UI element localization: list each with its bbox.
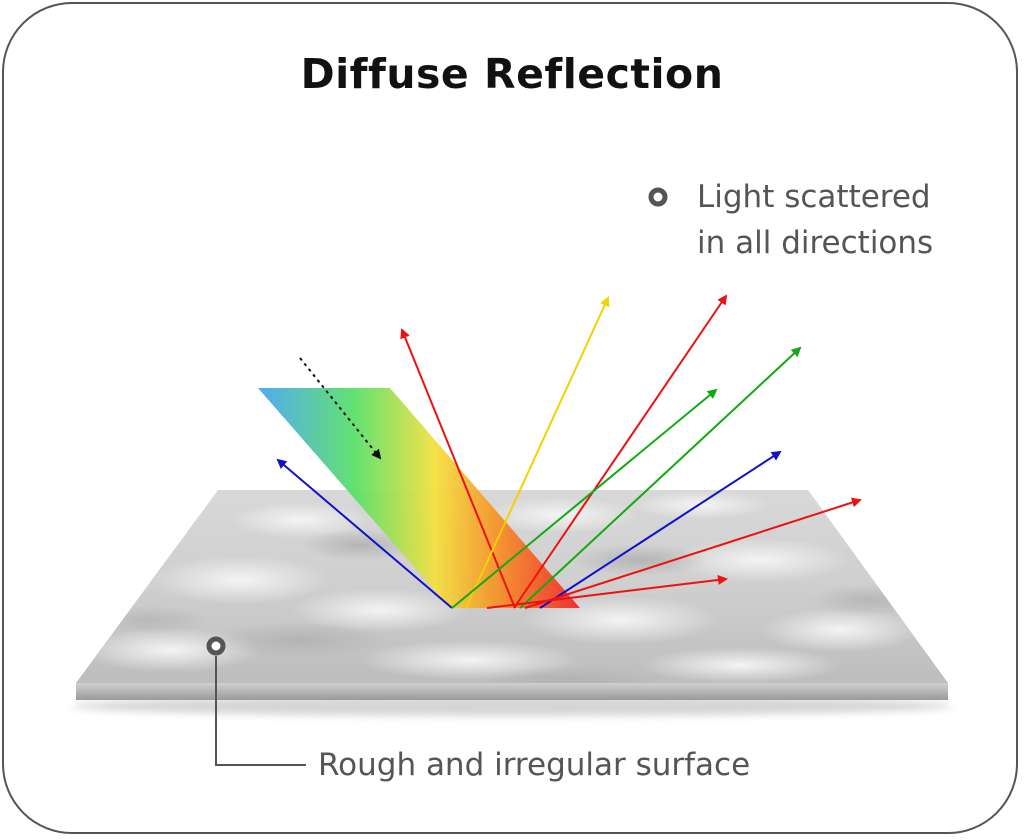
- scattered-light-label: Light scattered in all directions: [697, 174, 997, 266]
- ray-red-up: [400, 328, 516, 609]
- surface-label: Rough and irregular surface: [318, 747, 751, 783]
- ray-red-right-2: [486, 575, 728, 609]
- callout-leader-line: [215, 656, 306, 766]
- ray-red-top: [513, 294, 728, 609]
- surface-callout: [206, 636, 306, 766]
- reflected-rays: [276, 294, 862, 609]
- incident-light-beam: [258, 388, 580, 608]
- ray-green-2: [519, 346, 802, 609]
- ray-blue-left: [276, 458, 453, 609]
- scattered-label-line-2: in all directions: [697, 225, 934, 261]
- ray-green-1: [451, 388, 718, 609]
- ray-red-right-1: [524, 497, 862, 609]
- dashed-arrow-icon: [299, 357, 382, 460]
- scattered-label-line-1: Light scattered: [697, 179, 931, 215]
- diagram-title: Diffuse Reflection: [300, 50, 724, 98]
- ray-blue-right: [539, 450, 782, 609]
- callout-dot-icon: [648, 187, 668, 207]
- callout-dot-icon: [206, 636, 226, 656]
- ray-yellow: [465, 296, 610, 609]
